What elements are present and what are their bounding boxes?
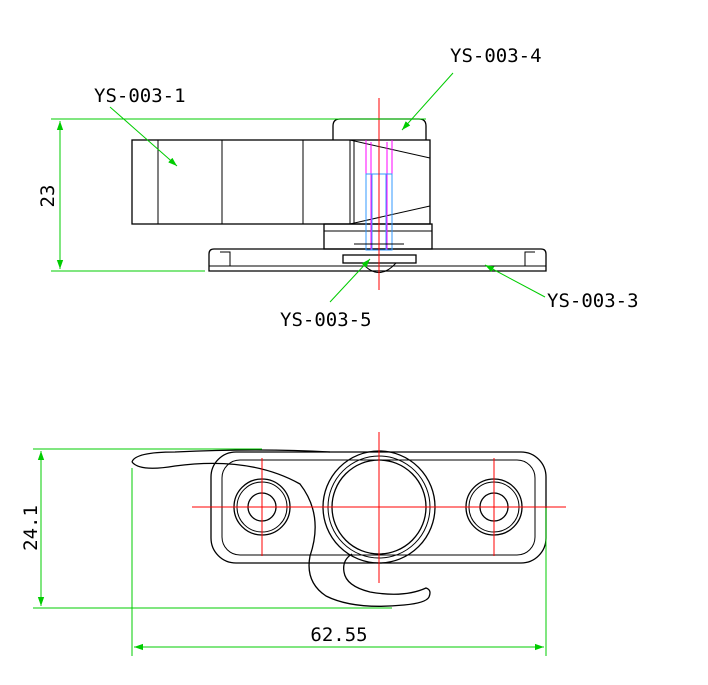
hook-handle: [131, 449, 431, 607]
top-view: 24.1 62.55: [20, 432, 566, 656]
hub-block: [323, 223, 433, 250]
callout-ys-003-3: YS-003-3: [547, 290, 639, 312]
leader-ys-003-1: [109, 106, 178, 167]
dimension-label-height-top: 24.1: [20, 505, 42, 551]
dimension-height-top: [33, 448, 392, 609]
side-view: 23 YS-003-1 YS-003-4 YS-003-5 YS-003-3: [37, 45, 639, 331]
dimension-label-width-top: 62.55: [310, 624, 367, 646]
leader-ys-003-5: [329, 258, 371, 303]
dimension-width-top: [131, 468, 547, 656]
leader-ys-003-4: [401, 72, 454, 131]
callout-ys-003-1: YS-003-1: [94, 85, 186, 107]
callout-ys-003-5: YS-003-5: [280, 309, 372, 331]
base-plate-outline: [208, 248, 547, 272]
dimension-height-side: [51, 118, 426, 272]
hidden-spindle: [354, 140, 404, 251]
leader-ys-003-3: [484, 264, 546, 298]
handle-body: [131, 139, 431, 225]
dimension-label-height-side: 23: [37, 185, 59, 208]
callout-ys-003-4: YS-003-4: [450, 45, 542, 67]
